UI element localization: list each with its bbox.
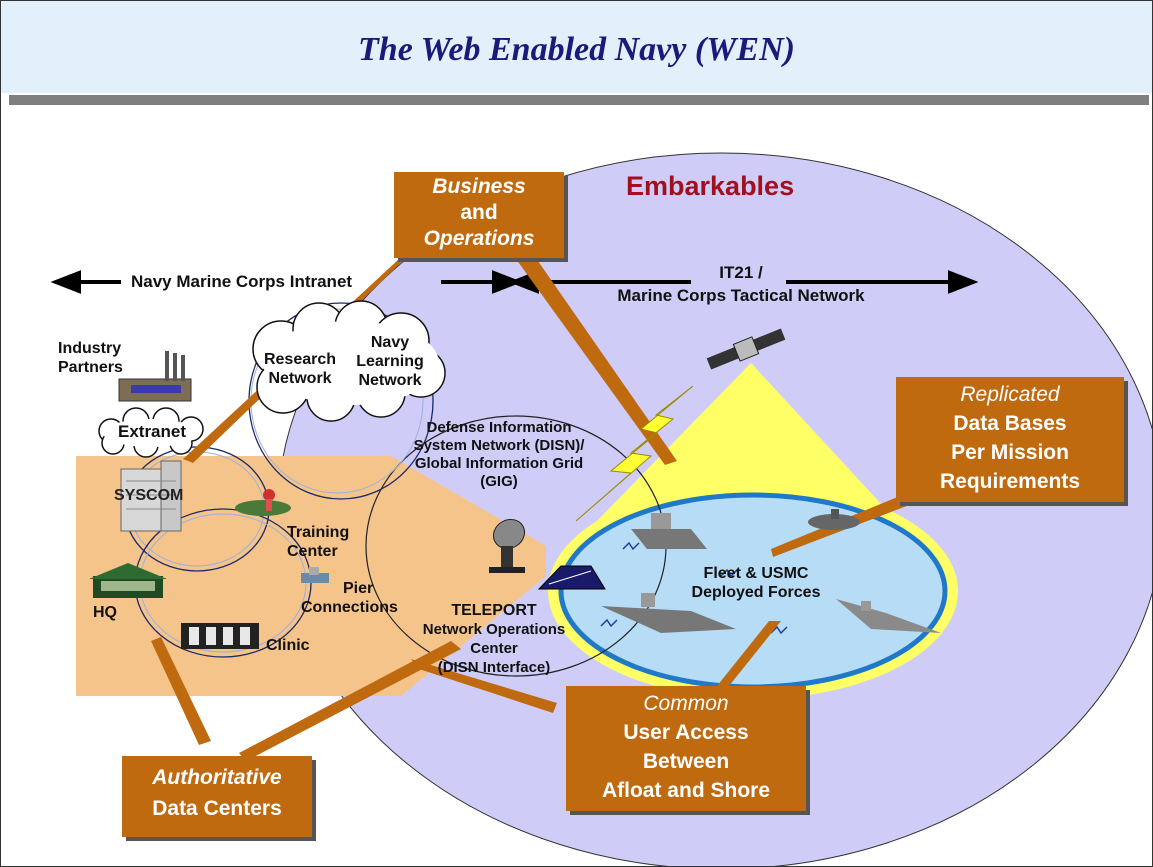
pier-icon xyxy=(301,567,329,583)
common-user-access-callout: Common User Access Between Afloat and Sh… xyxy=(566,686,806,811)
research-cloud-fill xyxy=(263,321,439,405)
carrier-icon-2 xyxy=(836,599,941,633)
carrier-icon xyxy=(601,593,736,633)
learning-line2: Learning xyxy=(356,353,424,370)
pier-line1: Pier xyxy=(343,580,374,597)
nmci-arrow xyxy=(50,270,523,294)
authoritative-line1: Authoritative xyxy=(152,766,282,789)
disn-label: Defense Information System Network (DISN… xyxy=(379,419,619,491)
business-line3: Operations xyxy=(423,227,535,250)
ship-icon xyxy=(631,513,707,549)
disn-line4: (GIG) xyxy=(480,473,518,490)
satellite-icon xyxy=(706,328,786,370)
it21-label: IT21 / Marine Corps Tactical Network xyxy=(591,261,891,307)
research-line2: Network xyxy=(268,370,332,387)
callout-connectors xyxy=(151,251,967,761)
clinic-building-icon xyxy=(181,623,259,649)
fleet-label: Fleet & USMC Deployed Forces xyxy=(661,564,851,602)
business-line2: and xyxy=(460,201,498,224)
dish-antenna-icon xyxy=(489,518,526,573)
training-line2: Center xyxy=(287,543,338,560)
research-network-label: Research Network xyxy=(255,350,345,388)
replicated-line1: Replicated xyxy=(960,383,1060,406)
hq-label: HQ xyxy=(93,604,117,621)
fleet-line2: Deployed Forces xyxy=(691,584,821,601)
authoritative-line2: Data Centers xyxy=(152,797,282,820)
teleport-label: TELEPORT Network Operations Center (DISN… xyxy=(399,601,589,677)
disn-line1: Defense Information xyxy=(426,419,572,436)
research-line1: Research xyxy=(263,351,337,368)
learning-line3: Network xyxy=(358,372,422,389)
business-line1: Business xyxy=(432,175,526,198)
title-divider xyxy=(9,95,1149,105)
satellite-beam xyxy=(597,363,883,521)
teleport-line2: Network Operations xyxy=(422,621,566,638)
lightning-icon xyxy=(575,385,694,522)
title-bar: The Web Enabled Navy (WEN) xyxy=(1,1,1152,93)
embarkables-label: Embarkables xyxy=(626,171,795,201)
teleport-line1: TELEPORT xyxy=(451,602,537,619)
pier-line2: Connections xyxy=(301,599,398,616)
nmci-label: Navy Marine Corps Intranet xyxy=(131,272,353,291)
building-icon xyxy=(118,351,192,402)
navy-learning-network-label: Navy Learning Network xyxy=(344,333,436,390)
it21-line1: IT21 / xyxy=(719,263,763,282)
page-title: The Web Enabled Navy (WEN) xyxy=(358,31,795,68)
extranet-cloud-fill xyxy=(103,419,199,447)
it21-line2: Marine Corps Tactical Network xyxy=(617,286,865,305)
replicated-databases-callout: Replicated Data Bases Per Mission Requir… xyxy=(896,377,1124,502)
teleport-line3: Center xyxy=(470,640,518,657)
common-line4: Afloat and Shore xyxy=(601,779,770,802)
training-icon xyxy=(235,489,291,516)
common-line2: User Access xyxy=(623,721,749,744)
common-line3: Between xyxy=(642,750,730,773)
hq-building-icon xyxy=(89,563,167,598)
syscom-label: SYSCOM xyxy=(114,487,184,504)
industry-partners-label: Industry Partners xyxy=(58,339,123,377)
replicated-line3: Per Mission xyxy=(951,441,1069,464)
training-line1: Training xyxy=(287,524,350,541)
training-center-label: Training Center xyxy=(287,523,349,561)
disn-line2: System Network (DISN)/ xyxy=(413,437,585,454)
pier-connections-label: Pier Connections xyxy=(301,579,398,617)
extranet-label: Extranet xyxy=(117,422,187,441)
industry-line2: Partners xyxy=(58,359,123,376)
learning-line1: Navy xyxy=(370,334,410,351)
syscom-building-icon xyxy=(120,460,182,532)
fleet-line1: Fleet & USMC xyxy=(703,565,809,582)
tent-icon xyxy=(537,565,606,590)
business-operations-callout: Business and Operations xyxy=(394,172,564,258)
authoritative-data-centers-callout: Authoritative Data Centers xyxy=(122,756,312,837)
common-line1: Common xyxy=(643,692,729,715)
replicated-line2: Data Bases xyxy=(953,412,1067,435)
industry-line1: Industry xyxy=(58,340,122,357)
disn-line3: Global Information Grid xyxy=(414,455,584,472)
submarine-icon xyxy=(808,509,860,530)
replicated-line4: Requirements xyxy=(939,470,1081,493)
clinic-label: Clinic xyxy=(266,637,310,654)
wave-marks xyxy=(600,541,788,635)
teleport-line4: (DISN Interface) xyxy=(437,659,551,676)
